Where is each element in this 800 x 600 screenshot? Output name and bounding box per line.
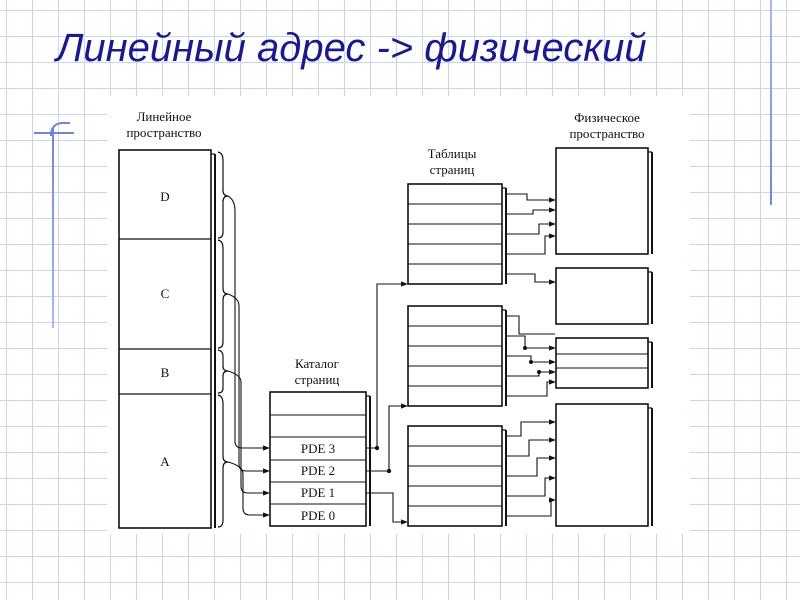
physical-page-1 [555,147,653,255]
directory-label-2: страниц [295,372,340,387]
pde-2: PDE 2 [301,463,335,478]
page-table-3 [407,425,507,527]
tables-junction-dots [523,346,541,374]
directory-to-tables-arrows [366,281,408,525]
tables-label-1: Таблицы [428,146,477,161]
tables-to-physical-arrows [506,193,556,517]
tables-label-2: страниц [430,162,475,177]
linear-to-directory-arrows [227,195,270,518]
pde-0: PDE 0 [301,508,335,523]
region-c: C [161,286,170,301]
region-b: B [161,365,170,380]
physical-label-1: Физическое [574,110,640,125]
physical-page-3 [555,337,653,389]
directory-junction-dots [374,445,392,474]
linear-space-label-1: Линейное [137,109,192,124]
decor-right-line [770,0,772,205]
physical-label-2: пространство [569,126,644,141]
paging-diagram: Линейное пространство D C B A [107,96,690,534]
page-table-2 [407,305,507,407]
linear-space [118,149,216,529]
linear-space-label-2: пространство [126,125,201,140]
physical-page-4 [555,403,653,527]
pde-3: PDE 3 [301,441,335,456]
decor-hook [50,122,70,136]
page-table-1 [407,183,507,285]
region-a: A [160,454,170,469]
paging-diagram-svg: Линейное пространство D C B A [118,109,653,529]
pde-1: PDE 1 [301,485,335,500]
region-braces [217,151,229,528]
physical-page-2 [555,267,653,325]
decor-vertical-line [52,128,54,328]
directory-label-1: Каталог [295,356,339,371]
slide-title: Линейный адрес -> физический [56,26,647,70]
region-d: D [160,189,169,204]
page-directory [269,391,371,527]
